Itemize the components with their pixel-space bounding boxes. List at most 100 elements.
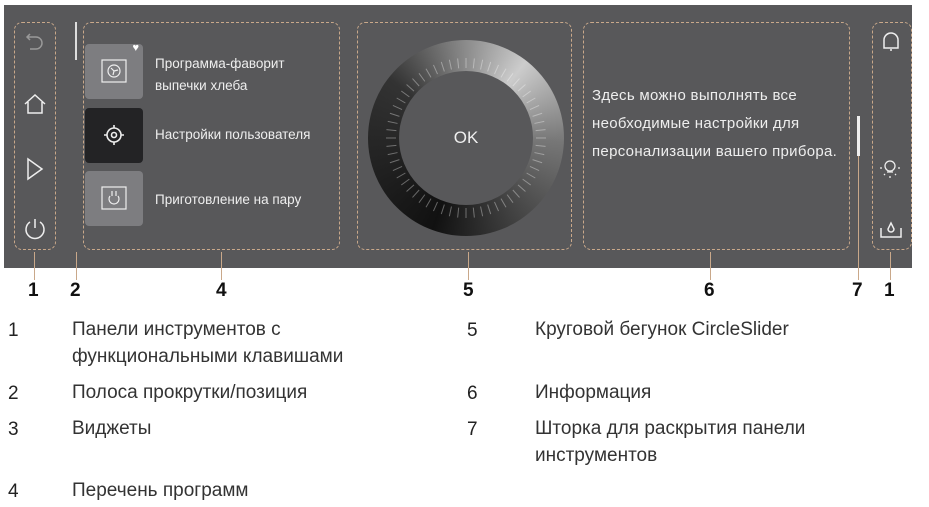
legend-number: 7: [467, 419, 478, 440]
ok-button[interactable]: OK: [399, 71, 533, 205]
legend-text: Полоса прокрутки/позиция: [72, 382, 308, 403]
legend-number: 2: [8, 383, 19, 404]
callout-number: 4: [216, 280, 227, 301]
callout-number: 5: [463, 280, 474, 301]
legend-text: Шторка для раскрытия панели инструментов: [535, 418, 806, 466]
left-toolbar-outline: [14, 22, 56, 250]
ring-tick: [522, 178, 532, 186]
program-label[interactable]: Приготовление на пару: [155, 192, 302, 207]
ring-tick: [425, 68, 432, 78]
ring-tick: [406, 84, 415, 92]
favorite-heart-icon: ♥: [132, 42, 139, 54]
ring-tick: [412, 78, 420, 87]
ring-tick: [487, 61, 492, 72]
water-tank-icon[interactable]: [879, 218, 903, 240]
ring-tick: [529, 105, 540, 110]
ring-tick: [526, 172, 536, 179]
ring-tick: [440, 61, 445, 72]
legend-text: Информация: [535, 382, 652, 403]
callout-number: 7: [852, 280, 863, 301]
ring-tick: [457, 207, 460, 218]
home-icon[interactable]: [23, 93, 47, 115]
ring-tick: [494, 201, 499, 212]
circle-slider-ring[interactable]: OK: [368, 40, 564, 236]
program-tile-bread[interactable]: ♥: [85, 42, 143, 99]
steam-icon: [101, 186, 127, 210]
toolbar-drawer-handle[interactable]: [857, 116, 860, 156]
ring-tick: [500, 198, 507, 208]
legend-text: Круговой бегунок CircleSlider: [535, 319, 789, 340]
legend-number: 5: [467, 320, 478, 341]
legend-number: 6: [467, 383, 478, 404]
play-icon[interactable]: [25, 157, 45, 181]
ring-tick: [448, 59, 452, 70]
ring-tick: [472, 207, 475, 218]
ring-tick: [448, 206, 452, 217]
legend-number: 1: [8, 320, 19, 341]
program-label[interactable]: Настройки пользователя: [155, 127, 311, 142]
ring-tick: [506, 72, 514, 82]
right-toolbar-outline: [872, 22, 912, 250]
ring-tick: [522, 90, 532, 98]
ring-ticks: [386, 58, 546, 218]
ring-tick: [480, 59, 484, 70]
ring-tick: [400, 178, 410, 186]
ring-tick: [500, 68, 507, 78]
callout-line: [221, 252, 222, 280]
back-icon[interactable]: [24, 30, 46, 52]
ring-tick: [396, 172, 406, 179]
ring-tick: [532, 112, 543, 117]
ring-tick: [506, 194, 514, 204]
ring-tick: [534, 120, 545, 124]
info-text: Здесь можно выполнять все необходимые на…: [592, 87, 838, 160]
callout-line: [468, 252, 469, 280]
ring-tick: [418, 72, 426, 82]
legend-text: Панели инструментов с функциональными кл…: [72, 319, 344, 367]
callout-line: [890, 252, 891, 280]
ring-tick: [512, 78, 520, 87]
ring-tick: [517, 84, 526, 92]
ring-tick: [535, 129, 546, 132]
gear-icon: [104, 125, 124, 145]
program-tile-user-settings[interactable]: [85, 108, 143, 163]
power-icon[interactable]: [23, 217, 47, 241]
callout-line: [34, 252, 35, 280]
ok-label: OK: [453, 128, 479, 147]
callout-number: 2: [70, 280, 81, 301]
ring-tick: [535, 144, 546, 147]
ring-tick: [494, 64, 499, 75]
ring-tick: [387, 120, 398, 124]
ring-tick: [392, 166, 403, 171]
ring-tick: [517, 184, 526, 192]
ring-tick: [433, 201, 438, 212]
callout-number: 1: [28, 280, 39, 301]
lamp-icon[interactable]: [878, 156, 902, 180]
ring-tick: [472, 58, 475, 69]
ring-tick: [529, 166, 540, 171]
ring-tick: [425, 198, 432, 208]
callout-number: 1: [884, 280, 895, 301]
bell-icon[interactable]: [880, 30, 902, 54]
ring-tick: [406, 184, 415, 192]
ring-tick: [389, 112, 400, 117]
program-tile-steam[interactable]: [85, 171, 143, 226]
ring-tick: [526, 97, 536, 104]
ring-tick: [440, 204, 445, 215]
callout-number: 6: [704, 280, 715, 301]
ring-tick: [392, 105, 403, 110]
program-label[interactable]: Программа-фаворит выпечки хлеба: [155, 56, 285, 93]
ring-tick: [534, 152, 545, 156]
legend-number: 3: [8, 419, 19, 440]
ring-tick: [480, 206, 484, 217]
ring-tick: [418, 194, 426, 204]
program-list-outline: [83, 22, 340, 250]
legend-number: 4: [8, 481, 19, 502]
callout-line: [710, 252, 711, 280]
ring-tick: [532, 159, 543, 164]
scrollbar-thumb[interactable]: [75, 22, 77, 60]
ring-tick: [396, 97, 406, 104]
legend-text: Виджеты: [72, 418, 152, 439]
legend-text: Перечень программ: [72, 480, 249, 501]
ring-tick: [387, 152, 398, 156]
info-outline: [583, 22, 850, 250]
